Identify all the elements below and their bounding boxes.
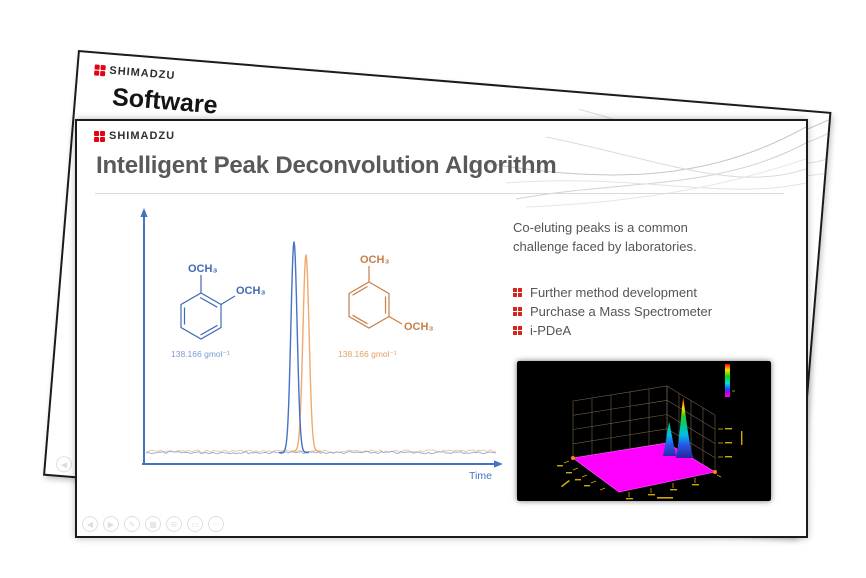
page-title: Intelligent Peak Deconvolution Algorithm: [96, 152, 557, 179]
see-all-slides-icon[interactable]: ▦: [145, 516, 161, 532]
plot3d-axis-micro-labels: [557, 428, 743, 500]
plot3d-corner-dot: [571, 456, 575, 460]
shimadzu-logo-text: SHIMADZU: [108, 64, 176, 83]
plot3d-background: [517, 361, 771, 501]
och3-label: OCH₃: [404, 321, 434, 333]
mass-label-orange: 138.166 gmol⁻¹: [338, 349, 397, 359]
more-options-icon[interactable]: ⋯: [208, 516, 224, 532]
och3-label: OCH₃: [360, 254, 390, 266]
pen-tool-icon[interactable]: ✎: [124, 516, 140, 532]
slideshow-controls: ◀ ▶ ✎ ▦ ⊖ ▭ ⋯: [82, 516, 224, 532]
shimadzu-logo: SHIMADZU: [94, 130, 175, 142]
shimadzu-logo: SHIMADZU: [94, 63, 176, 82]
3d-surface-plot: [517, 361, 771, 501]
red-square-bullet-icon: [513, 326, 522, 335]
back-slide-title: Software: [111, 83, 219, 120]
plot3d-main-peak: [676, 397, 694, 458]
shimadzu-logo-icon: [94, 63, 106, 76]
list-item: Further method development: [513, 283, 712, 302]
previous-slide-icon[interactable]: ◀: [55, 455, 73, 473]
mass-label-blue: 138.166 gmol⁻¹: [171, 349, 230, 359]
plot3d-axis-ticks: [563, 428, 723, 497]
chromatogram-traces: [145, 241, 497, 455]
slide-ipdea[interactable]: SHIMADZU Intelligent Peak Deconvolution …: [75, 119, 808, 538]
bullet-label: Further method development: [530, 285, 697, 300]
intro-text: Co-eluting peaks is a common challenge f…: [513, 218, 697, 256]
intro-line: Co-eluting peaks is a common: [513, 220, 688, 235]
och3-label: OCH₃: [236, 285, 266, 297]
intro-line: challenge faced by laboratories.: [513, 239, 697, 254]
next-slide-icon[interactable]: ▶: [103, 516, 119, 532]
bullet-label: i-PDeA: [530, 323, 572, 338]
shimadzu-logo-icon: [94, 130, 105, 142]
bullet-label: Purchase a Mass Spectrometer: [530, 304, 713, 319]
chromatogram-figure: OCH₃ OCH₃ 138.166 gmol⁻¹ OCH₃ OCH₃ 138.1…: [140, 208, 502, 482]
zoom-icon[interactable]: ⊖: [166, 516, 182, 532]
bullet-list: Further method development Purchase a Ma…: [513, 283, 712, 340]
x-axis-label: Time: [469, 470, 492, 482]
previous-slide-icon[interactable]: ◀: [82, 516, 98, 532]
list-item: Purchase a Mass Spectrometer: [513, 302, 712, 321]
plot3d-colorbar: [725, 364, 730, 397]
plot3d-corner-dot: [713, 470, 717, 474]
slideshow-controls-back: ◀: [55, 455, 73, 473]
chemical-structure-meta: [348, 266, 403, 329]
list-item: i-PDeA: [513, 321, 712, 340]
och3-label: OCH₃: [188, 263, 218, 275]
chart-axes: [140, 208, 502, 468]
chemical-structure-ortho: [180, 275, 236, 340]
red-square-bullet-icon: [513, 288, 522, 297]
captions-icon[interactable]: ▭: [187, 516, 203, 532]
red-square-bullet-icon: [513, 307, 522, 316]
title-divider: [95, 193, 784, 194]
shimadzu-logo-text: SHIMADZU: [109, 130, 176, 142]
plot3d-small-peak: [663, 422, 677, 456]
